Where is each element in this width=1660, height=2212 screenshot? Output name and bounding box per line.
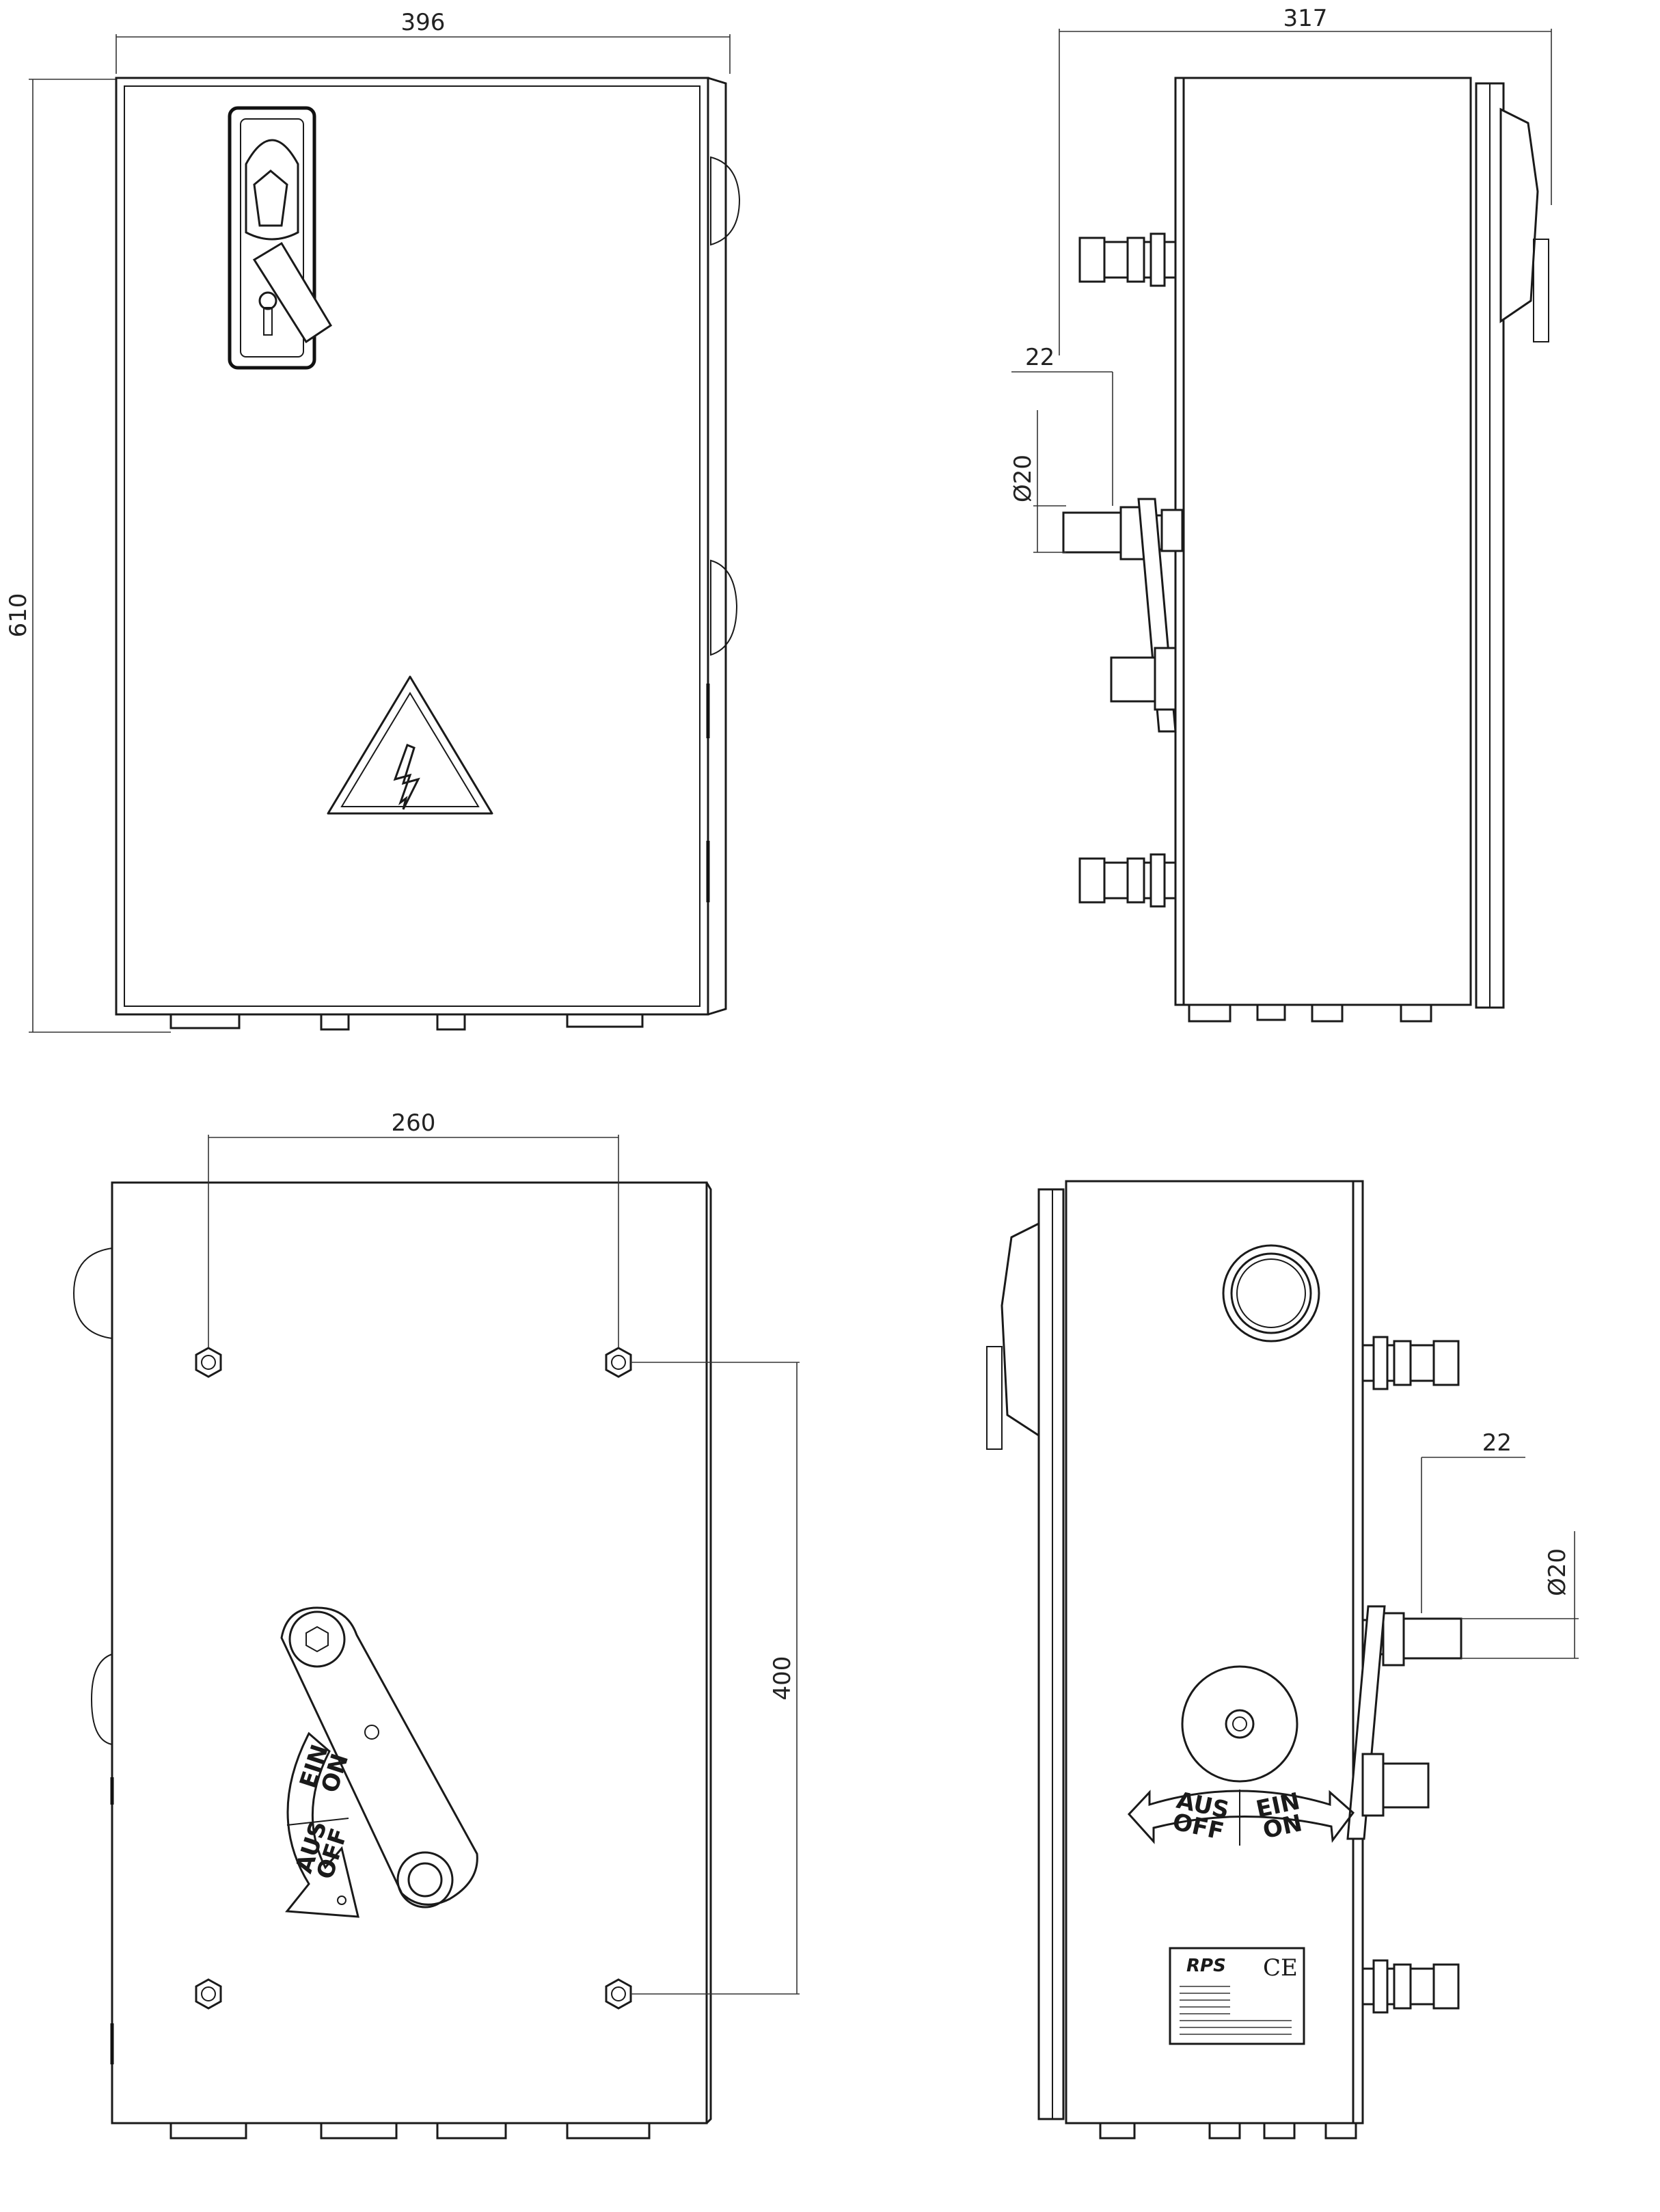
side-left-foot-4 (1324, 2122, 1357, 2140)
back-vertical-label: 400 (769, 1656, 796, 1701)
side-left-lever-dimensions: 22 Ø20 (1421, 1429, 1579, 1659)
front-enclosure-body (115, 77, 709, 1016)
front-foot-1 (169, 1013, 241, 1029)
side-left-lever-diameter-label: Ø20 (1544, 1548, 1571, 1596)
side-left-foot-2 (1208, 2122, 1241, 2140)
nameplate-ce-mark: CE (1263, 1954, 1298, 1982)
side-left-lever-length-label: 22 (1482, 1429, 1512, 1457)
back-gland-upper (72, 1247, 113, 1340)
front-height-label: 610 (5, 593, 32, 638)
front-height-dimension: 610 (5, 79, 171, 1033)
side-foot-1 (1188, 1003, 1232, 1023)
back-vertical-dimension: 400 (631, 1362, 800, 1995)
side-enclosure-body (1174, 77, 1472, 1006)
back-enclosure-body (111, 1181, 708, 2125)
side-foot-2 (1256, 1003, 1286, 1021)
side-foot-3 (1311, 1003, 1344, 1023)
side-left-switch-position-arc: AUS OFF EIN ON (1127, 1787, 1355, 1846)
side-left-door-handle (1001, 1222, 1040, 1438)
side-view-left: 22 Ø20 AUS OFF EIN ON (986, 1180, 1579, 2140)
back-horizontal-dimension: 260 (208, 1109, 619, 1348)
back-mounting-hole-bottom-right (605, 1978, 632, 2010)
side-lever-diameter-label: Ø20 (1009, 455, 1037, 502)
front-width-dimension: 396 (115, 9, 731, 74)
back-foot-2 (320, 2122, 398, 2140)
side-foot-4 (1400, 1003, 1432, 1023)
side-left-foot-3 (1263, 2122, 1296, 2140)
front-door-frame (124, 85, 700, 1007)
back-foot-4 (566, 2122, 651, 2140)
side-bolt-upper (1078, 232, 1177, 287)
front-enclosure-side (707, 77, 727, 1016)
side-left-enclosure-body (1065, 1180, 1364, 2125)
side-left-operating-lever (1346, 1605, 1462, 1840)
side-left-cable-gland (1222, 1244, 1320, 1343)
back-horizontal-label: 260 (392, 1109, 436, 1137)
back-mounting-hole-bottom-left (195, 1978, 222, 2010)
front-view: 396 610 (5, 9, 741, 1033)
front-high-voltage-warning-icon (327, 675, 493, 815)
side-left-handle-grip (986, 1346, 1003, 1450)
back-view: 260 400 EIN ON AUS (72, 1109, 800, 2140)
side-bolt-lower (1078, 853, 1177, 908)
side-left-foot-1 (1099, 2122, 1136, 2140)
front-switch-handle (228, 106, 333, 370)
side-left-rotary-switch (1181, 1665, 1298, 1783)
side-depth-label: 317 (1283, 5, 1328, 32)
back-foot-3 (436, 2122, 507, 2140)
side-left-nameplate: RPS CE (1169, 1947, 1305, 2045)
back-gland-middle (90, 1653, 113, 1746)
side-left-bolt-lower (1361, 1959, 1460, 2014)
side-view-right: 317 (1009, 5, 1552, 1023)
side-left-bolt-upper (1361, 1336, 1460, 1390)
front-width-label: 396 (401, 9, 446, 36)
front-foot-2 (320, 1013, 350, 1031)
back-mounting-hole-top-left (195, 1347, 222, 1378)
nameplate-logo: RPS (1186, 1956, 1226, 1976)
front-gland-upper (710, 156, 741, 246)
side-door-handle (1499, 107, 1539, 323)
back-switch-position-arc: EIN ON AUS OFF (285, 1731, 359, 1918)
back-enclosure-edge (705, 1182, 712, 2125)
front-gland-middle (710, 559, 738, 656)
side-lever-length-label: 22 (1025, 344, 1054, 371)
back-foot-1 (169, 2122, 247, 2140)
side-operating-lever (1062, 498, 1184, 733)
side-handle-grip (1533, 239, 1549, 342)
front-foot-3 (436, 1013, 466, 1031)
side-left-door (1037, 1188, 1065, 2120)
back-mounting-hole-top-right (605, 1347, 632, 1378)
back-switch-lever (280, 1606, 478, 1908)
front-foot-4 (566, 1013, 644, 1028)
side-lever-dimensions: 22 Ø20 (1009, 344, 1113, 553)
side-depth-dimension: 317 (1059, 5, 1552, 355)
